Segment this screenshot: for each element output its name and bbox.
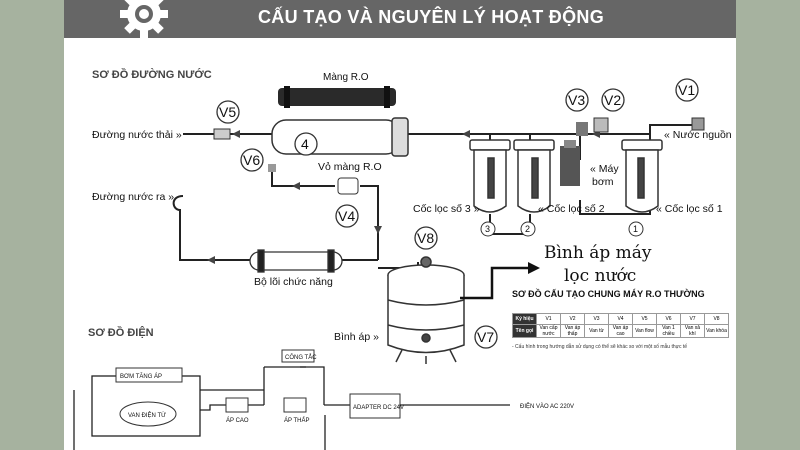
legend-header-v5: V5 <box>632 313 657 325</box>
cup-number-circles <box>480 221 644 237</box>
cup-1-number: 1 <box>633 224 638 234</box>
cup-3-number: 3 <box>485 224 490 234</box>
title-banner <box>64 0 736 38</box>
source-water-label: « Nước nguồn <box>664 129 732 141</box>
switch-label: CÔNG TẮC <box>285 353 317 361</box>
adapter-label: ADAPTER DC 24V <box>353 405 404 411</box>
valve-v1-body <box>691 117 705 131</box>
valve-v5-body <box>213 128 231 140</box>
gear-icon <box>120 0 168 38</box>
valve-v1-label: V1 <box>678 82 695 98</box>
pump-label-line1: « Máy <box>590 163 619 175</box>
water-section-heading: SƠ ĐỒ ĐƯỜNG NƯỚC <box>92 68 212 81</box>
solenoid-valve <box>119 401 177 427</box>
page-title: CẤU TẠO VÀ NGUYÊN LÝ HOẠT ĐỘNG <box>258 7 605 27</box>
ro-membrane <box>278 86 396 108</box>
flow-arrows <box>207 130 600 264</box>
legend-name-v1: Van cấp nước <box>536 324 561 338</box>
valve-v3-label: V3 <box>568 92 585 108</box>
callout-arrow <box>460 266 528 300</box>
low-switch-label: ÁP THẤP <box>284 417 309 424</box>
callout-line2: lọc nước <box>564 266 636 286</box>
legend-header-v6: V6 <box>656 313 681 325</box>
pump <box>560 140 580 186</box>
cup-2-label: « Cốc lọc số 2 <box>538 203 605 215</box>
pump-label-line2: bơm <box>592 176 614 188</box>
legend-header-v7: V7 <box>680 313 705 325</box>
legend-name-v8: Van khóa <box>704 324 729 338</box>
tank-label: Bình áp » <box>334 331 379 343</box>
high-switch-label: ÁP CAO <box>226 417 249 424</box>
legend-name-v7: Van xả khí <box>680 324 705 338</box>
valve-v4-body <box>337 177 359 195</box>
structure-heading: SƠ ĐỒ CẤU TẠO CHUNG MÁY R.O THƯỜNG <box>512 288 705 299</box>
valve-v8-label: V8 <box>417 230 434 246</box>
filter-cups <box>469 139 663 213</box>
ro-housing-label: Vỏ màng R.O <box>318 161 382 173</box>
electric-section-heading: SƠ ĐỒ ĐIỆN <box>88 326 154 339</box>
functional-filter-label: Bộ lõi chức năng <box>254 276 333 288</box>
legend-header-v4: V4 <box>608 313 633 325</box>
legend-note: - Cấu hình trong hướng dẫn sử dụng có th… <box>512 344 688 350</box>
pressure-tank <box>387 256 465 364</box>
housing-number: 4 <box>301 136 309 152</box>
solenoid-label: VAN ĐIỆN TỪ <box>128 411 166 419</box>
ro-housing <box>271 117 409 157</box>
low-switch-box <box>283 397 307 413</box>
legend-header-symbol: Ký hiệu <box>512 313 537 325</box>
valve-v6-label: V6 <box>243 152 260 168</box>
cup-3-label: Cốc lọc số 3 » <box>413 203 480 215</box>
valve-v7-label: V7 <box>477 329 494 345</box>
legend-name-v5: Van flow <box>632 324 657 338</box>
valve-v3-body <box>576 122 588 136</box>
pressure-pump-label: BƠM TĂNG ÁP <box>120 373 162 380</box>
output-line-label: Đường nước ra » <box>92 191 174 203</box>
legend-name-v6: Van 1 chiều <box>656 324 681 338</box>
ac-input-label: ĐIỆN VÀO AC 220V <box>520 402 574 410</box>
callout-line1: Bình áp máy <box>544 243 652 263</box>
callout-arrowhead <box>528 262 540 274</box>
legend-name-v3: Van từ <box>584 324 609 338</box>
legend-header-v3: V3 <box>584 313 609 325</box>
valve-v6-body <box>268 164 276 172</box>
valve-v5-label: V5 <box>219 104 236 120</box>
cup-1-label: « Cốc lọc số 1 <box>656 203 723 215</box>
ro-membrane-label: Màng R.O <box>323 72 369 83</box>
cup-2-number: 2 <box>525 224 530 234</box>
legend-name-v2: Van áp thấp <box>560 324 585 338</box>
legend-name-v4: Van áp cao <box>608 324 633 338</box>
valve-v4-label: V4 <box>338 208 355 224</box>
functional-filter <box>249 249 343 273</box>
adapter-box <box>349 393 401 419</box>
valve-legend-table: Ký hiệu V1 V2 V3 V4 V5 V6 V7 V8 Tên gọi … <box>512 313 729 338</box>
high-switch-box <box>225 397 249 413</box>
valve-markers <box>216 78 699 349</box>
legend-name-row: Tên gọi <box>512 324 537 338</box>
valve-v2-body <box>593 117 609 133</box>
legend-header-v8: V8 <box>704 313 729 325</box>
switch-box <box>281 349 315 363</box>
legend-header-v1: V1 <box>536 313 561 325</box>
pressure-pump-box <box>115 367 183 383</box>
waste-line-label: Đường nước thải » <box>92 129 182 141</box>
legend-header-v2: V2 <box>560 313 585 325</box>
valve-v2-label: V2 <box>604 92 621 108</box>
